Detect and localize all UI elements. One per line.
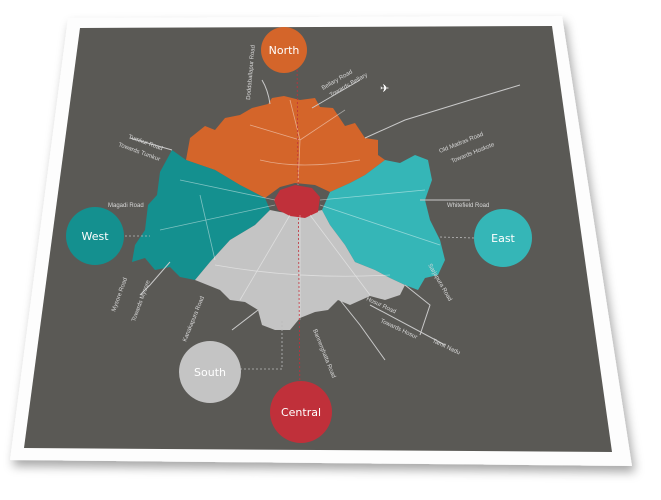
zone-label-north: North: [269, 44, 300, 57]
road-label-doddaballapur: Doddaballapur Road: [246, 45, 257, 100]
airplane-icon: ✈: [380, 83, 389, 95]
zone-north: [186, 96, 385, 198]
road-label-magadi: Magadi Road: [108, 203, 144, 209]
zone-marker-east[interactable]: East: [474, 209, 532, 267]
zone-west: [132, 150, 270, 280]
zone-marker-central[interactable]: Central: [270, 381, 332, 443]
road-label-whitefield: Whitefield Road: [447, 203, 489, 209]
central-connector: [296, 61, 301, 401]
east-connector: [439, 236, 476, 239]
zone-label-south: South: [194, 366, 226, 379]
zone-label-east: East: [491, 232, 515, 245]
zone-marker-west[interactable]: West: [66, 207, 124, 265]
zone-marker-north[interactable]: North: [261, 27, 307, 73]
south-connector: [240, 320, 283, 370]
zone-label-central: Central: [281, 406, 321, 419]
zone-label-west: West: [81, 230, 109, 243]
zone-south: [195, 210, 405, 330]
zone-east: [322, 155, 445, 290]
zone-marker-south[interactable]: South: [179, 341, 241, 403]
zone-central: [274, 185, 320, 218]
